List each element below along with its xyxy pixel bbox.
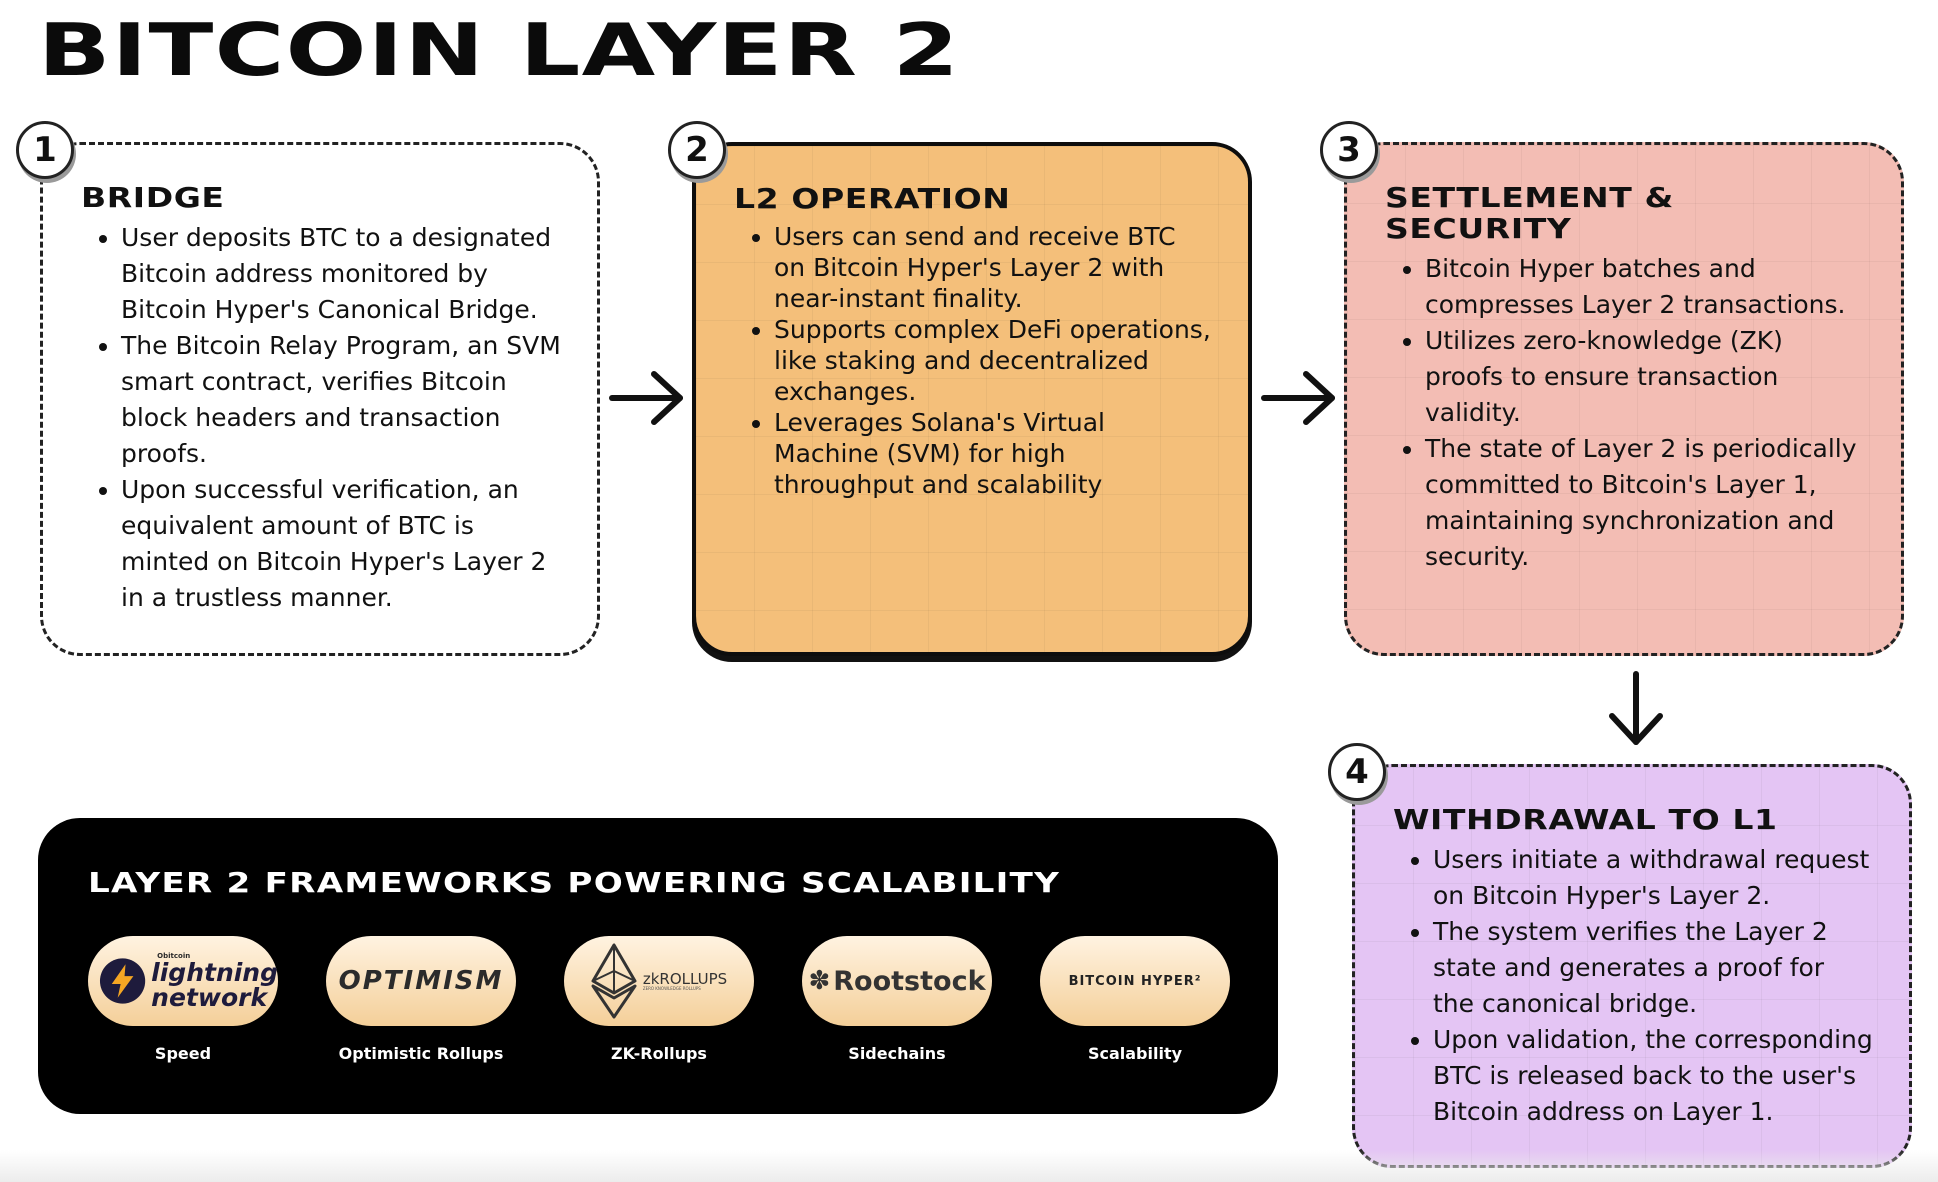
list-item: Leverages Solana's Virtual Machine (SVM)…	[774, 407, 1212, 500]
list-item: Utilizes zero-knowledge (ZK) proofs to e…	[1425, 323, 1865, 431]
framework-label: Sidechains	[848, 1044, 946, 1063]
framework-rootstock[interactable]: ✽ Rootstock Sidechains	[802, 936, 992, 1063]
framework-label: Speed	[154, 1044, 212, 1063]
step-1-list: User deposits BTC to a designated Bitcoi…	[81, 220, 561, 616]
zkrollups-logo: zkROLLUPS ZERO KNOWLEDGE ROLLUPS	[564, 936, 754, 1026]
list-item: Bitcoin Hyper batches and compresses Lay…	[1425, 251, 1865, 323]
framework-label: Scalability	[1087, 1044, 1183, 1063]
zkrollups-logo-sub: ZERO KNOWLEDGE ROLLUPS	[642, 986, 701, 992]
arrow-down-icon	[1609, 671, 1663, 745]
step-2-badge: 2	[668, 121, 726, 179]
framework-optimism[interactable]: OPTIMISM Optimistic Rollups	[326, 936, 516, 1063]
framework-bitcoin-hyper[interactable]: BITCOIN HYPER² Scalability	[1040, 936, 1230, 1063]
optimism-logo: OPTIMISM	[326, 936, 516, 1026]
step-1-badge: 1	[16, 121, 74, 179]
framework-lightning[interactable]: Obitcoin lightning network Speed	[88, 936, 278, 1063]
lightning-bolt-icon	[99, 958, 146, 1004]
step-4-list: Users initiate a withdrawal request on B…	[1393, 842, 1873, 1130]
framework-label: ZK-Rollups	[611, 1044, 707, 1063]
bitcoin-hyper-logo-text: BITCOIN HYPER²	[1068, 973, 1202, 989]
list-item: Supports complex DeFi operations, like s…	[774, 314, 1212, 407]
framework-label: Optimistic Rollups	[338, 1044, 504, 1063]
step-4-card: WITHDRAWAL TO L1 Users initiate a withdr…	[1352, 764, 1912, 1168]
arrow-right-icon	[1261, 371, 1335, 425]
arrow-right-icon	[609, 371, 683, 425]
bottom-fade	[0, 1150, 1938, 1182]
list-item: Users initiate a withdrawal request on B…	[1433, 842, 1873, 914]
bitcoin-hyper-logo: BITCOIN HYPER²	[1040, 936, 1230, 1026]
list-item: Users can send and receive BTC on Bitcoi…	[774, 221, 1212, 314]
frameworks-title: LAYER 2 FRAMEWORKS POWERING SCALABILITY	[88, 866, 1061, 899]
step-3-card: SETTLEMENT & SECURITY Bitcoin Hyper batc…	[1344, 142, 1904, 656]
step-2-card: L2 OPERATION Users can send and receive …	[692, 142, 1252, 656]
step-3-badge: 3	[1320, 121, 1378, 179]
list-item: User deposits BTC to a designated Bitcoi…	[121, 220, 561, 328]
step-4-badge: 4	[1328, 743, 1386, 801]
lightning-logo-top: Obitcoin	[157, 951, 191, 960]
step-3-title-line2: SECURITY	[1385, 211, 1572, 245]
rootstock-logo-text: Rootstock	[833, 965, 986, 997]
lightning-logo: Obitcoin lightning network	[88, 936, 278, 1026]
page-title: BITCOIN LAYER 2	[38, 8, 961, 92]
list-item: The Bitcoin Relay Program, an SVM smart …	[121, 328, 561, 472]
list-item: The state of Layer 2 is periodically com…	[1425, 431, 1865, 575]
step-4-title: WITHDRAWAL TO L1	[1393, 803, 1778, 836]
step-3-title-line1: SETTLEMENT &	[1385, 181, 1674, 214]
step-3-list: Bitcoin Hyper batches and compresses Lay…	[1385, 251, 1865, 575]
list-item: Upon successful verification, an equival…	[121, 472, 561, 616]
optimism-logo-text: OPTIMISM	[338, 966, 504, 996]
list-item: The system verifies the Layer 2 state an…	[1433, 914, 1873, 1022]
step-1-title: BRIDGE	[81, 181, 225, 214]
lightning-logo-line2: network	[151, 982, 268, 1012]
lightning-logo-line1: lightning	[151, 957, 278, 987]
ethereum-icon	[591, 943, 637, 1019]
step-2-title: L2 OPERATION	[734, 182, 1011, 215]
rootstock-logo: ✽ Rootstock	[802, 936, 992, 1026]
step-3-title: SETTLEMENT & SECURITY	[1385, 181, 1938, 245]
step-2-list: Users can send and receive BTC on Bitcoi…	[734, 221, 1212, 500]
frameworks-panel: LAYER 2 FRAMEWORKS POWERING SCALABILITY …	[38, 818, 1278, 1114]
rootstock-icon: ✽	[808, 966, 831, 996]
zkrollups-logo-text: zkROLLUPS	[642, 969, 728, 988]
step-1-card: BRIDGE User deposits BTC to a designated…	[40, 142, 600, 656]
list-item: Upon validation, the corresponding BTC i…	[1433, 1022, 1873, 1130]
framework-zkrollups[interactable]: zkROLLUPS ZERO KNOWLEDGE ROLLUPS ZK-Roll…	[564, 936, 754, 1063]
